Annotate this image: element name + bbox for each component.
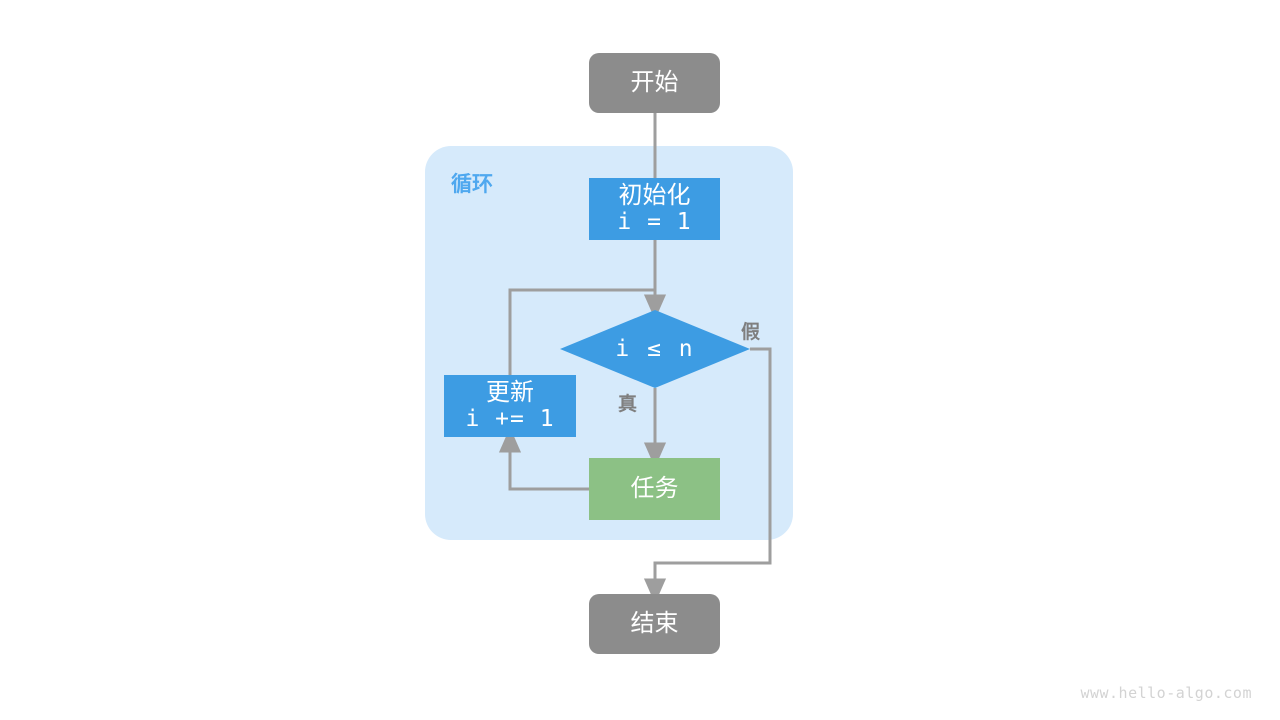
update-node[interactable]: 更新 i += 1 <box>444 375 576 437</box>
init-node[interactable]: 初始化 i = 1 <box>589 178 720 240</box>
task-node[interactable]: 任务 <box>589 458 720 520</box>
condition-node-code: i ≤ n <box>615 336 695 362</box>
condition-node[interactable]: i ≤ n <box>560 310 750 388</box>
loop-container-label: 循环 <box>451 173 493 196</box>
start-node[interactable]: 开始 <box>589 53 720 113</box>
update-node-title: 更新 <box>486 378 534 406</box>
task-node-label: 任务 <box>630 474 679 502</box>
edge-label-false: 假 <box>741 322 761 343</box>
end-node-label: 结束 <box>630 609 679 637</box>
init-node-code: i = 1 <box>617 208 692 235</box>
start-node-label: 开始 <box>630 68 679 96</box>
watermark: www.hello-algo.com <box>1080 684 1252 702</box>
edge-label-true: 真 <box>618 394 638 415</box>
update-node-code: i += 1 <box>465 405 555 432</box>
end-node[interactable]: 结束 <box>589 594 720 654</box>
init-node-title: 初始化 <box>618 181 691 209</box>
